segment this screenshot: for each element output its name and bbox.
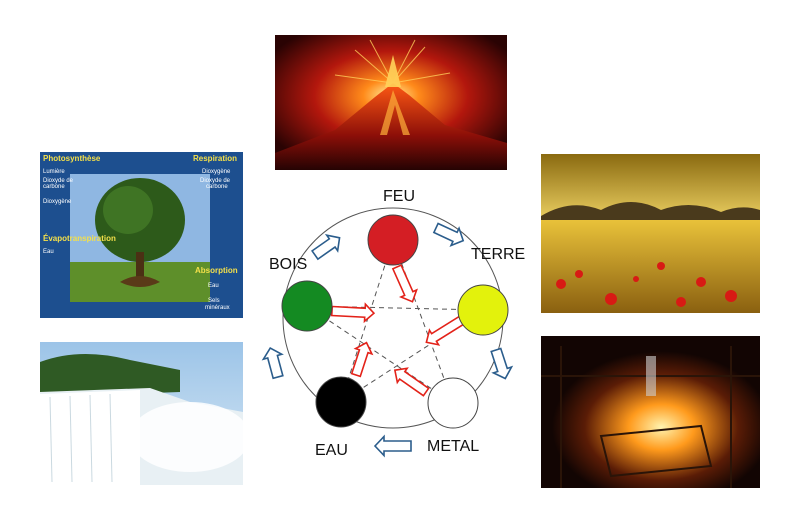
generate-arrow-feu-terre [432,222,465,247]
water-element-circle [315,376,367,428]
generate-arrow-bois-feu [311,233,341,261]
five-elements-diagram: FEU TERRE METAL EAU BOIS [250,180,540,480]
golden-field-photo [541,154,760,313]
co2-out-label-line2: carbone [206,184,228,190]
photosynthesis-label: Photosynthèse [43,154,101,163]
metal-label: METAL [427,438,480,455]
co2-label-line2: carbone [43,184,65,190]
earth-element-circle [457,284,509,336]
salts-label-line2: minéraux [205,305,230,311]
water-out-label: Eau [43,249,54,255]
control-arrow-feu-metal [391,264,418,303]
wood-element-circle [281,280,333,332]
foundry-photo [541,336,760,488]
control-arrow-metal-bois [393,367,430,397]
control-arrow-eau-feu [350,341,374,378]
fire-element-circle [367,214,419,266]
waterfall-photo [40,342,243,485]
generation-arrows [261,222,514,458]
absorption-label: Absorption [195,266,238,275]
volcano-photo [275,35,507,170]
generate-arrow-eau-bois [261,346,284,380]
control-arrow-terre-eau [425,315,466,346]
tree-photosynthesis-photo: Photosynthèse Lumière Dioxyde de carbone… [40,152,243,318]
control-arrows [330,264,466,397]
light-label: Lumière [43,169,65,175]
respiration-label: Respiration [193,154,238,163]
oxygen-in-label: Dioxygène [202,169,231,175]
generate-arrow-metal-eau [373,434,412,458]
oxygen-out-label: Dioxygène [43,199,72,205]
earth-label: TERRE [471,246,526,263]
control-arrow-bois-terre [330,302,376,324]
salts-label-line1: Sels [208,298,220,304]
evapotranspiration-label: Évapotranspiration [43,234,116,243]
metal-element-circle [427,377,479,429]
generate-arrow-terre-metal [490,347,514,380]
diagram-canvas [261,207,514,458]
wood-label: BOIS [269,256,308,273]
water-in-label: Eau [208,283,219,289]
water-label: EAU [315,442,348,459]
co2-label-line1: Dioxyde de [43,178,74,184]
fire-label: FEU [383,188,415,205]
co2-out-label-line1: Dioxyde de [200,178,231,184]
